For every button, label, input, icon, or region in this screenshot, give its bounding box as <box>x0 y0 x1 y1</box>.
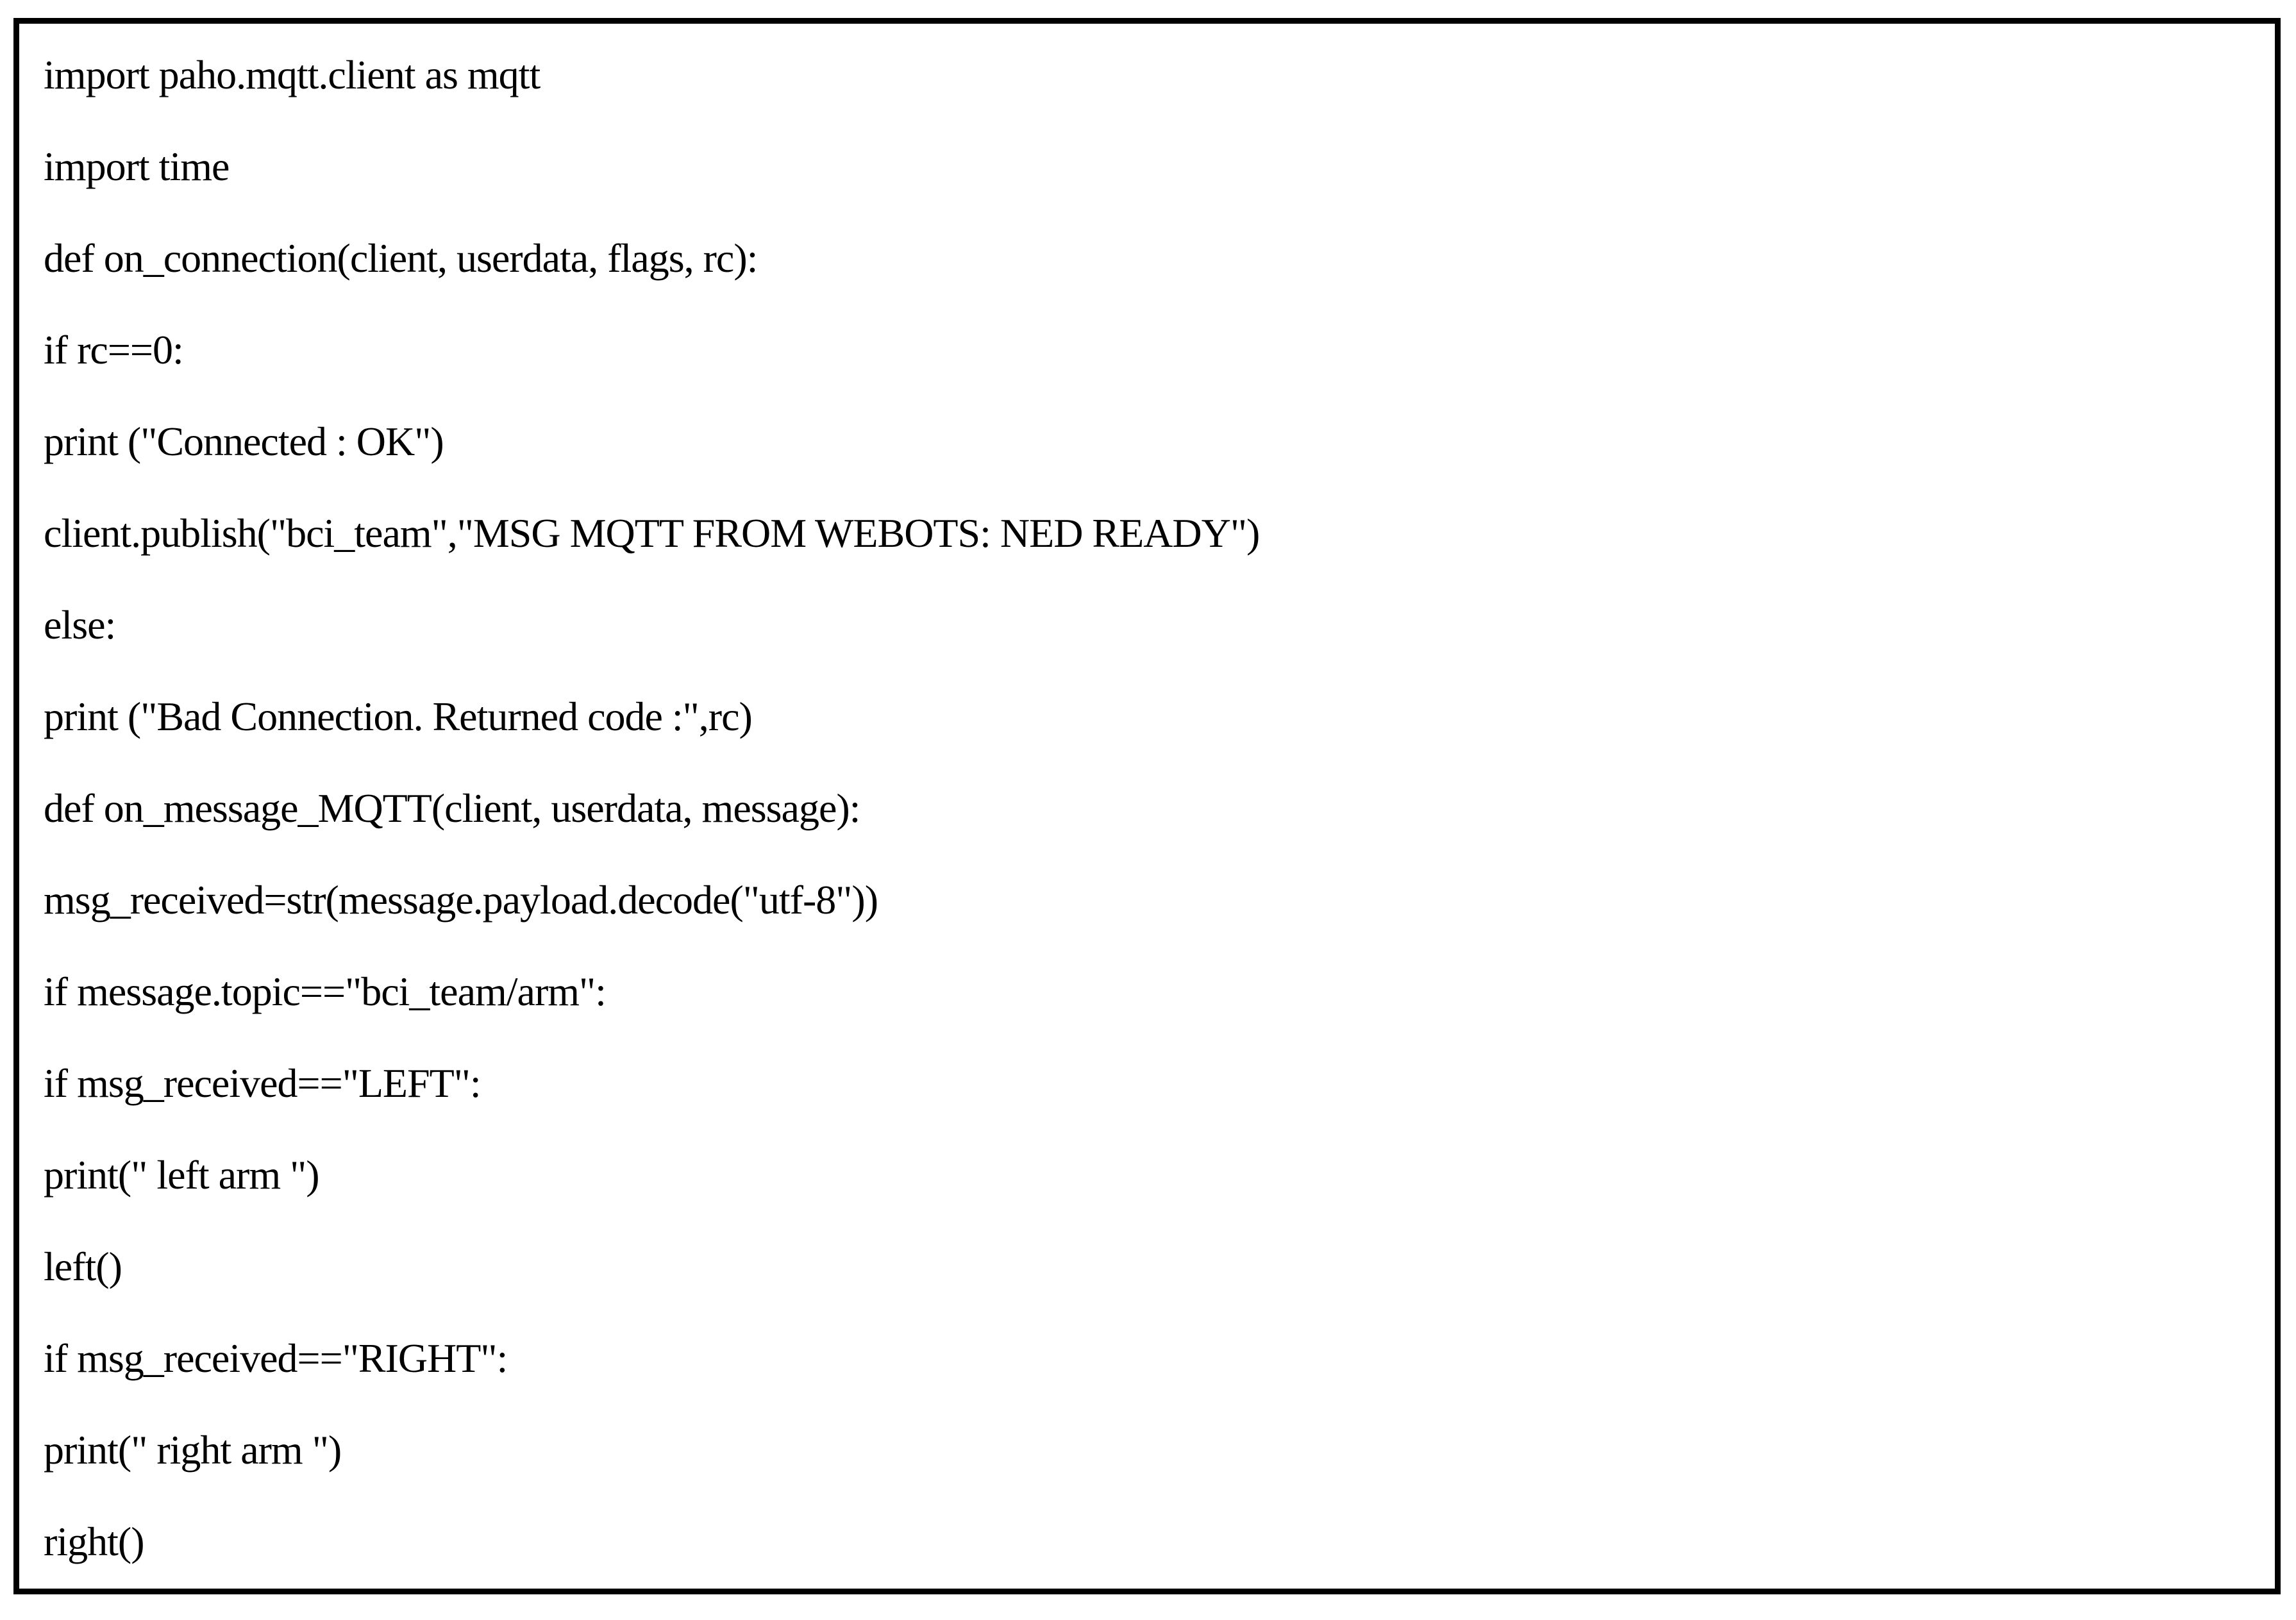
code-line: import time <box>44 144 230 189</box>
code-line: def on_message_MQTT(client, userdata, me… <box>44 785 860 831</box>
code-line: left() <box>44 1244 122 1289</box>
code-line: print ("Connected : OK") <box>44 419 444 464</box>
code-line: import paho.mqtt.client as mqtt <box>44 52 540 97</box>
code-line: if msg_received=="RIGHT": <box>44 1335 508 1381</box>
code-line: def on_connection(client, userdata, flag… <box>44 235 758 281</box>
code-line: if rc==0: <box>44 327 184 372</box>
code-line: client.publish("bci_team","MSG MQTT FROM… <box>44 510 1260 556</box>
code-line: if msg_received=="LEFT": <box>44 1060 482 1106</box>
code-line: else: <box>44 602 116 647</box>
code-line: if message.topic=="bci_team/arm": <box>44 969 607 1014</box>
code-line: print ("Bad Connection. Returned code :"… <box>44 694 753 739</box>
code-line: print(" left arm ") <box>44 1152 320 1198</box>
code-line: print(" right arm ") <box>44 1427 342 1473</box>
code-line: msg_received=str(message.payload.decode(… <box>44 877 878 923</box>
code-listing-box: import paho.mqtt.client as mqtt import t… <box>13 18 2281 1594</box>
code-line: right() <box>44 1519 145 1564</box>
